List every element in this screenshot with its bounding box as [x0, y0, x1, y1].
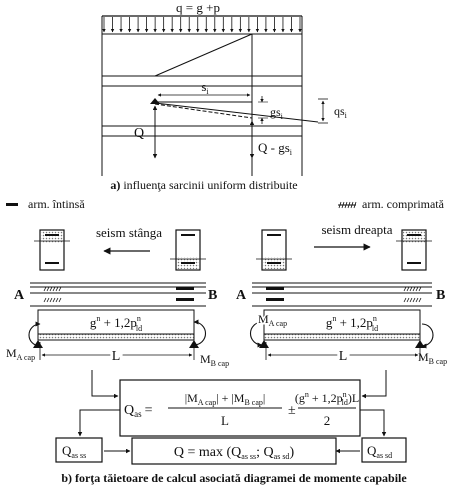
si-label: si	[201, 79, 209, 96]
Q-minus-label: Q - gsi	[258, 140, 293, 157]
caption-a: a) influenţa sarcinii uniform distribuit…	[110, 178, 297, 192]
right-section-a	[256, 229, 292, 271]
right-MA-label: MA cap	[258, 312, 287, 328]
formula-denominator-2: 2	[324, 413, 331, 428]
max-formula: Q = max (Qas ss; Qas sd)	[174, 445, 295, 461]
legend-compression: arm. comprimată	[362, 197, 445, 211]
legend-tension: arm. întinsă	[28, 197, 85, 211]
legend: arm. întinsă arm. comprimată	[6, 197, 445, 211]
qsi-label: qsi	[334, 104, 348, 120]
qas-sd-label: Qas sd	[367, 443, 392, 460]
formula-numerator-moments: |MA cap| + |MB cap|	[185, 391, 266, 407]
load-label: q = g +p	[176, 0, 220, 15]
qas-sd-box	[361, 437, 407, 463]
caption-b: b) forţa tăietoare de calcul asociată di…	[61, 471, 407, 485]
compression-rebar-swatch	[338, 201, 357, 209]
tension-rebar-swatch	[6, 203, 18, 206]
left-MA-label: MA cap	[6, 346, 35, 362]
distributed-load-arrows	[102, 17, 302, 33]
left-section-a	[34, 229, 70, 271]
right-support-A: A	[236, 288, 247, 303]
qas-ss-label: Qas ss	[62, 443, 86, 460]
left-support-B: B	[208, 288, 217, 303]
right-case-title: seism dreapta	[321, 222, 392, 237]
right-section-b	[396, 229, 432, 271]
qas-ss-box	[55, 437, 103, 463]
formula-plus-minus: ±	[288, 403, 296, 418]
part-a: q = g +p si gsi qsi	[101, 0, 348, 192]
left-case-title: seism stânga	[96, 225, 162, 240]
left-MB-label: MB cap	[200, 352, 229, 368]
gsi-label: gsi	[270, 105, 284, 121]
right-support-B: B	[436, 288, 445, 303]
formula-denominator-L: L	[221, 413, 229, 428]
right-MB-label: MB cap	[418, 350, 447, 366]
formula-lhs: Qas=	[124, 403, 153, 419]
left-span-label: L	[112, 349, 121, 364]
left-section-b	[170, 229, 206, 271]
Q-label: Q	[134, 126, 144, 141]
right-span-label: L	[339, 349, 348, 364]
left-support-A: A	[14, 288, 25, 303]
max-formula-box	[131, 437, 337, 465]
formula-section: Qas= |MA cap| + |MB cap| L ± (gn + 1,2pn…	[55, 370, 407, 465]
